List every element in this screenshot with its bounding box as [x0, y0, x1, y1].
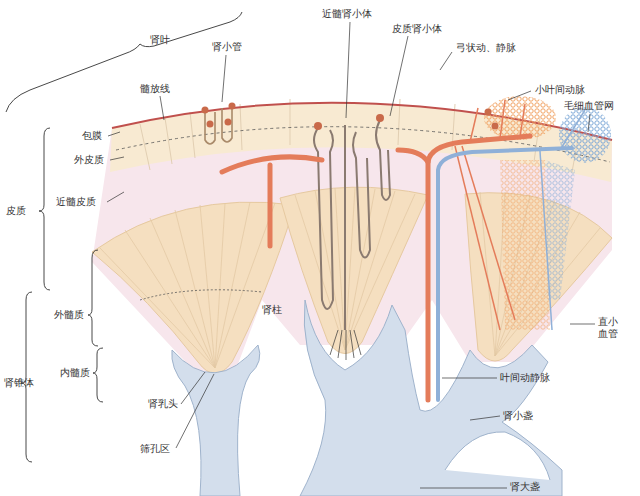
part-label: 叶间动静脉	[500, 372, 550, 384]
part-label: 小叶间动脉	[535, 84, 585, 96]
part-label: 肾叶	[150, 34, 170, 46]
part-label: 皮质肾小体	[392, 23, 442, 35]
medulla-boundary	[140, 290, 262, 300]
part-label: 近髓皮质	[56, 196, 96, 208]
nephron-tubule	[314, 120, 390, 330]
renal-pyramid	[92, 202, 295, 373]
artery	[222, 136, 530, 400]
nephron-tubule	[205, 108, 232, 144]
renal-corpuscle	[202, 103, 499, 131]
bracket	[6, 12, 242, 462]
papillary-ducts	[330, 330, 361, 360]
part-label: 直小血管	[598, 316, 620, 340]
interlobular-artery	[455, 100, 525, 330]
capillary-network	[559, 107, 611, 163]
part-label: 髓放线	[140, 83, 170, 95]
part-label: 肾小管	[212, 41, 242, 53]
part-label: 弓状动、静脉	[456, 42, 516, 54]
part-label: 皮质	[6, 205, 26, 217]
leader-line	[107, 22, 595, 488]
part-label: 外髓质	[54, 309, 84, 321]
capillary-network	[484, 96, 556, 140]
part-label: 外皮质	[74, 154, 104, 166]
interlobular-vein	[540, 110, 585, 330]
part-label: 肾乳头	[148, 398, 178, 410]
vein	[438, 148, 572, 400]
capillary-network	[545, 160, 575, 300]
calyx-lumen	[445, 432, 550, 480]
part-label: 筛孔区	[140, 443, 170, 455]
part-label: 近髓肾小体	[322, 8, 372, 20]
part-label: 肾大盏	[510, 481, 540, 493]
part-label: 毛细血管网	[564, 100, 614, 112]
part-label: 肾柱	[262, 304, 282, 316]
minor-calyx	[172, 345, 260, 496]
renal-pyramid	[280, 187, 428, 353]
part-label: 包膜	[82, 130, 102, 142]
part-label: 肾锥体	[4, 377, 34, 389]
part-label: 肾小盏	[503, 410, 533, 422]
part-label: 内髓质	[60, 367, 90, 379]
